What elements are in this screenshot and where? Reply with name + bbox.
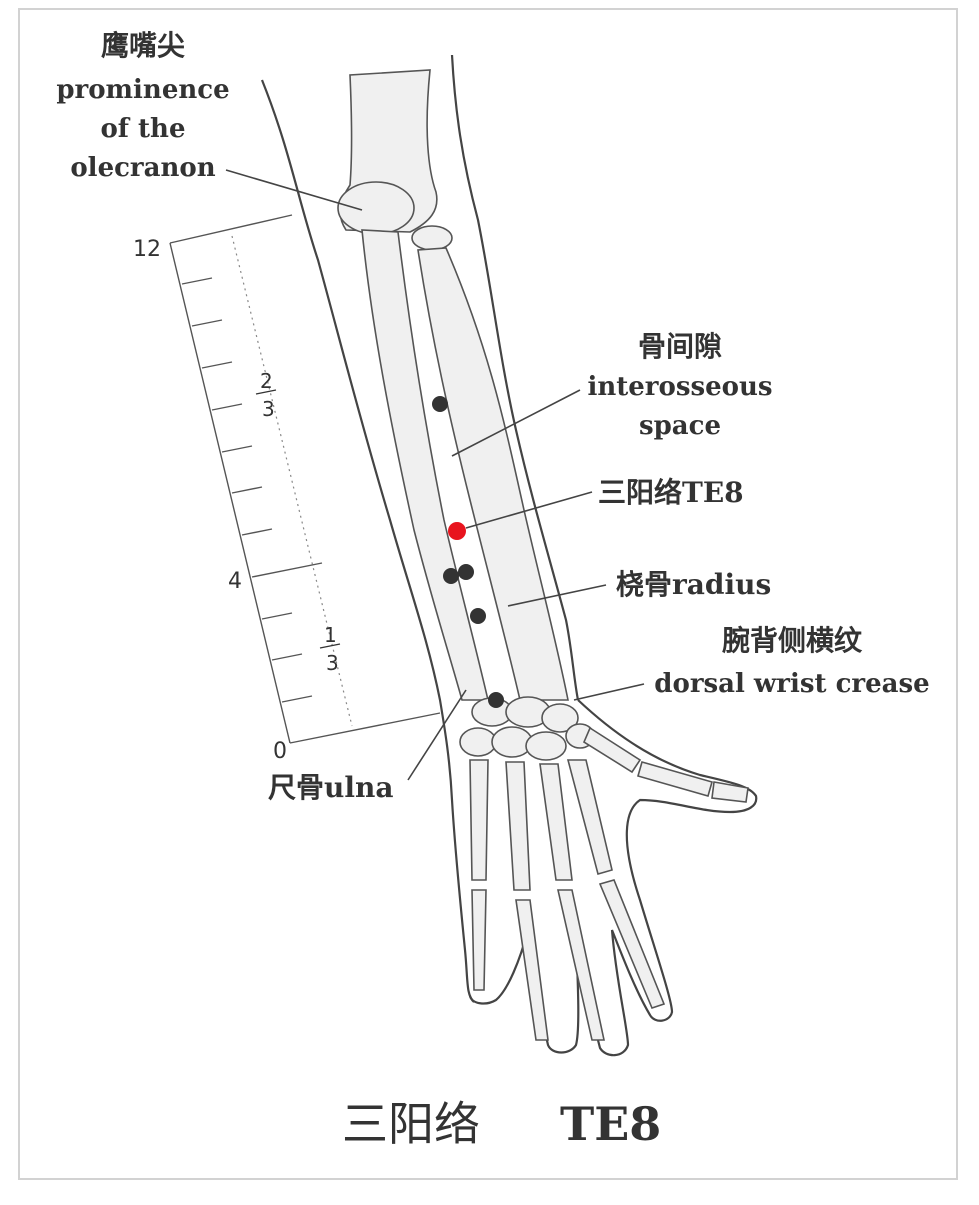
fraction-upper: 2 3 (255, 369, 277, 421)
label-olecranon-en-2: of the (100, 114, 185, 144)
svg-text:3: 3 (326, 651, 339, 675)
fraction-lower: 1 3 (319, 623, 341, 675)
leader-ulna (407, 689, 467, 781)
title-en: TE8 (560, 1097, 661, 1151)
svg-text:3: 3 (262, 397, 275, 421)
point-upper (432, 396, 448, 412)
figure-frame (18, 8, 958, 1180)
label-ulna: 尺骨ulna (268, 771, 394, 804)
scale-label-bottom: 0 (273, 739, 287, 764)
scale-label-mid: 4 (228, 569, 242, 594)
finger-bones (469, 726, 749, 1041)
point-te8 (448, 522, 466, 540)
label-interosseous-en-2: space (639, 411, 721, 441)
point-mid-left (443, 568, 459, 584)
label-interosseous-en-1: interosseous (587, 372, 772, 402)
leader-radius (507, 584, 607, 607)
label-te8: 三阳络TE8 (598, 476, 744, 509)
carpal-bones (459, 696, 595, 761)
title-zh: 三阳络 (342, 1097, 480, 1151)
forearm-outline-radial (450, 54, 580, 701)
radial-head (411, 225, 453, 251)
leader-wrist (573, 683, 645, 701)
leader-interosseous (451, 389, 581, 457)
label-wrist-zh: 腕背侧横纹 (722, 624, 863, 657)
olecranon-bone (337, 181, 415, 235)
svg-text:1: 1 (324, 623, 337, 647)
point-lower (470, 608, 486, 624)
leader-te8 (465, 491, 593, 529)
point-mid-right (458, 564, 474, 580)
radius-bone (417, 247, 569, 701)
point-wrist (488, 692, 504, 708)
forearm-outline-ulnar (260, 79, 475, 1003)
svg-text:2: 2 (260, 369, 273, 393)
label-wrist-en: dorsal wrist crease (654, 669, 929, 699)
leader-olecranon (225, 169, 363, 211)
label-radius: 桡骨radius (616, 568, 771, 601)
label-olecranon-en-3: olecranon (70, 153, 215, 183)
label-olecranon-zh: 鹰嘴尖 (101, 29, 185, 62)
label-olecranon-en-1: prominence (56, 75, 229, 105)
label-interosseous-zh: 骨间隙 (638, 330, 722, 363)
measurement-scale (169, 214, 441, 744)
scale-label-top: 12 (133, 237, 161, 262)
